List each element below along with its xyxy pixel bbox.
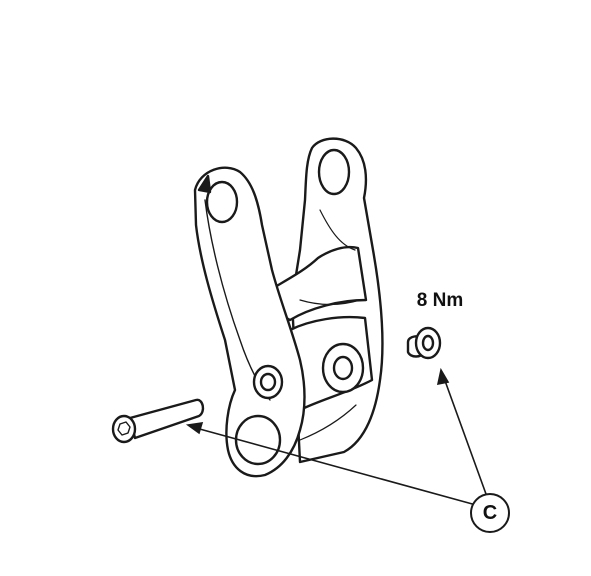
torque-label: 8 Nm	[416, 290, 464, 311]
front-arm-top-hole	[205, 180, 239, 224]
leader-line-to-short-bolt	[443, 377, 487, 495]
rocker-link	[193, 137, 384, 478]
bolt-hex-socket-icon	[117, 421, 131, 436]
arrow-head-short-bolt-icon	[436, 367, 450, 386]
bolt-shaft	[128, 398, 205, 440]
callout-letter: C	[482, 502, 498, 524]
long-pivot-bolt	[111, 398, 205, 444]
leader-line-to-long-bolt	[195, 427, 477, 506]
rear-arm-top-hole	[317, 148, 351, 196]
rear-arm-detail	[299, 209, 361, 441]
arrow-head-long-bolt-icon	[185, 422, 204, 435]
front-arm-bottom-hole	[234, 414, 282, 466]
callout-circle	[470, 493, 510, 533]
bolt-head	[111, 414, 137, 444]
rear-pivot-hole	[332, 355, 354, 381]
short-bolt	[406, 326, 442, 360]
front-arm-arrow-mark	[197, 174, 212, 194]
front-arm	[193, 166, 306, 478]
front-arm-middle-hole	[259, 372, 277, 392]
short-bolt-head-inner	[421, 334, 435, 352]
